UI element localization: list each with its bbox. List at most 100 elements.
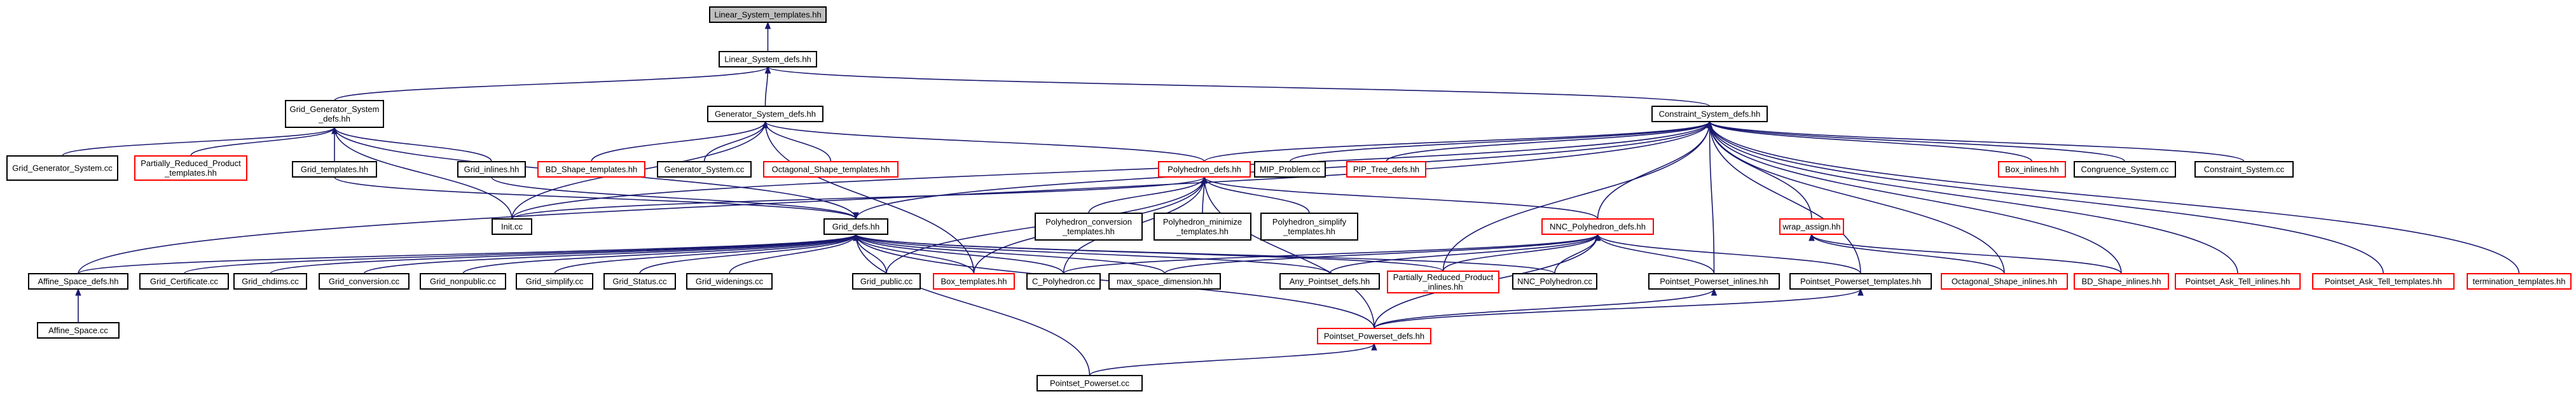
graph-node-oct-inlines[interactable]: Octagonal_Shape_inlines.hh bbox=[1941, 273, 2068, 290]
graph-node-pip-tree[interactable]: PIP_Tree_defs.hh bbox=[1346, 161, 1426, 178]
graph-node-nnc-polyhedron[interactable]: NNC_Polyhedron.cc bbox=[1512, 273, 1597, 290]
graph-node-wrap-assign[interactable]: wrap_assign.hh bbox=[1779, 218, 1844, 235]
node-box[interactable] bbox=[292, 161, 377, 178]
node-box[interactable] bbox=[1037, 375, 1143, 391]
node-box[interactable] bbox=[319, 273, 410, 290]
graph-node-any-pointset[interactable]: Any_Pointset_defs.hh bbox=[1279, 273, 1380, 290]
node-box[interactable] bbox=[1317, 328, 1431, 344]
graph-node-grid-simplify[interactable]: Grid_simplify.cc bbox=[516, 273, 593, 290]
node-box[interactable] bbox=[2074, 161, 2176, 178]
node-box[interactable] bbox=[933, 273, 1015, 290]
node-box[interactable] bbox=[852, 273, 921, 290]
graph-node-poly-min[interactable]: Polyhedron_minimize_templates.hh bbox=[1154, 213, 1251, 241]
node-box[interactable] bbox=[1254, 161, 1326, 178]
node-box[interactable] bbox=[1026, 273, 1101, 290]
graph-node-gen-sys-cc[interactable]: Generator_System.cc bbox=[657, 161, 752, 178]
node-box[interactable] bbox=[1260, 213, 1358, 241]
graph-node-c-polyhedron[interactable]: C_Polyhedron.cc bbox=[1026, 273, 1101, 290]
node-box[interactable] bbox=[719, 51, 817, 67]
node-box[interactable] bbox=[1035, 213, 1143, 241]
graph-node-bd-shape-templates[interactable]: BD_Shape_templates.hh bbox=[537, 161, 645, 178]
graph-node-grid-certificate[interactable]: Grid_Certificate.cc bbox=[139, 273, 229, 290]
graph-node-grid-defs[interactable]: Grid_defs.hh bbox=[823, 218, 888, 235]
graph-node-ppw-templates[interactable]: Pointset_Powerset_templates.hh bbox=[1789, 273, 1932, 290]
graph-node-nnc-defs[interactable]: NNC_Polyhedron_defs.hh bbox=[1541, 218, 1654, 235]
graph-node-pat-templates[interactable]: Pointset_Ask_Tell_templates.hh bbox=[2312, 273, 2455, 290]
graph-node-con-sys-defs[interactable]: Constraint_System_defs.hh bbox=[1651, 106, 1768, 122]
node-box[interactable] bbox=[1541, 218, 1654, 235]
graph-node-grid-conversion[interactable]: Grid_conversion.cc bbox=[319, 273, 410, 290]
graph-node-grid-status[interactable]: Grid_Status.cc bbox=[603, 273, 676, 290]
node-box[interactable] bbox=[1387, 271, 1499, 293]
graph-node-pat-inlines[interactable]: Pointset_Ask_Tell_inlines.hh bbox=[2175, 273, 2301, 290]
graph-node-linear-templates[interactable]: Linear_System_templates.hh bbox=[709, 6, 827, 23]
graph-node-grid-templates[interactable]: Grid_templates.hh bbox=[292, 161, 377, 178]
graph-node-poly-conv[interactable]: Polyhedron_conversion_templates.hh bbox=[1035, 213, 1143, 241]
node-box[interactable] bbox=[823, 218, 888, 235]
node-box[interactable] bbox=[492, 218, 532, 235]
node-box[interactable] bbox=[763, 161, 899, 178]
node-box[interactable] bbox=[686, 273, 773, 290]
graph-node-affine-space-defs[interactable]: Affine_Space_defs.hh bbox=[28, 273, 128, 290]
graph-node-ppw-defs[interactable]: Pointset_Powerset_defs.hh bbox=[1317, 328, 1431, 344]
graph-node-poly-simp[interactable]: Polyhedron_simplify_templates.hh bbox=[1260, 213, 1358, 241]
node-box[interactable] bbox=[1789, 273, 1932, 290]
graph-node-grid-widenings[interactable]: Grid_widenings.cc bbox=[686, 273, 773, 290]
node-box[interactable] bbox=[28, 273, 128, 290]
graph-node-prp-templates[interactable]: Partially_Reduced_Product_templates.hh bbox=[134, 155, 247, 181]
node-box[interactable] bbox=[1941, 273, 2068, 290]
graph-node-poly-defs[interactable]: Polyhedron_defs.hh bbox=[1158, 161, 1251, 178]
graph-node-prp-inlines[interactable]: Partially_Reduced_Product_inlines.hh bbox=[1387, 271, 1499, 293]
node-box[interactable] bbox=[1108, 273, 1221, 290]
node-box[interactable] bbox=[537, 161, 645, 178]
node-box[interactable] bbox=[1346, 161, 1426, 178]
graph-node-affine-space-cc[interactable]: Affine_Space.cc bbox=[37, 322, 120, 339]
node-box[interactable] bbox=[1648, 273, 1780, 290]
node-box[interactable] bbox=[139, 273, 229, 290]
graph-node-gen-sys-defs[interactable]: Generator_System_defs.hh bbox=[707, 106, 823, 122]
node-box[interactable] bbox=[1158, 161, 1251, 178]
graph-node-max-space[interactable]: max_space_dimension.hh bbox=[1108, 273, 1221, 290]
node-box[interactable] bbox=[709, 6, 827, 23]
graph-node-ppw-cc[interactable]: Pointset_Powerset.cc bbox=[1037, 375, 1143, 391]
node-box[interactable] bbox=[2175, 273, 2301, 290]
graph-node-ppw-inlines[interactable]: Pointset_Powerset_inlines.hh bbox=[1648, 273, 1780, 290]
node-box[interactable] bbox=[1279, 273, 1380, 290]
node-box[interactable] bbox=[285, 100, 384, 128]
graph-node-box-inlines[interactable]: Box_inlines.hh bbox=[1998, 161, 2066, 178]
graph-node-termination[interactable]: termination_templates.hh bbox=[2467, 273, 2572, 290]
node-box[interactable] bbox=[1154, 213, 1251, 241]
graph-node-oct-templates[interactable]: Octagonal_Shape_templates.hh bbox=[763, 161, 899, 178]
node-box[interactable] bbox=[2074, 273, 2169, 290]
node-box[interactable] bbox=[457, 161, 526, 178]
graph-node-grid-inlines[interactable]: Grid_inlines.hh bbox=[457, 161, 526, 178]
node-box[interactable] bbox=[657, 161, 752, 178]
node-box[interactable] bbox=[233, 273, 307, 290]
graph-node-grid-gen-sys-cc[interactable]: Grid_Generator_System.cc bbox=[6, 155, 118, 181]
node-box[interactable] bbox=[2312, 273, 2455, 290]
node-box[interactable] bbox=[2194, 161, 2294, 178]
node-box[interactable] bbox=[603, 273, 676, 290]
node-box[interactable] bbox=[37, 322, 120, 339]
graph-node-box-templates[interactable]: Box_templates.hh bbox=[933, 273, 1015, 290]
node-box[interactable] bbox=[420, 273, 506, 290]
node-box[interactable] bbox=[2467, 273, 2572, 290]
node-box[interactable] bbox=[707, 106, 823, 122]
graph-node-con-sys-cc[interactable]: Constraint_System.cc bbox=[2194, 161, 2294, 178]
graph-node-grid-chdims[interactable]: Grid_chdims.cc bbox=[233, 273, 307, 290]
node-box[interactable] bbox=[6, 155, 118, 181]
graph-node-linear-defs[interactable]: Linear_System_defs.hh bbox=[719, 51, 817, 67]
node-box[interactable] bbox=[1512, 273, 1597, 290]
graph-node-bd-shape-inlines[interactable]: BD_Shape_inlines.hh bbox=[2074, 273, 2169, 290]
node-box[interactable] bbox=[134, 155, 247, 181]
graph-node-grid-gen-sys[interactable]: Grid_Generator_System_defs.hh bbox=[285, 100, 384, 128]
node-box[interactable] bbox=[1998, 161, 2066, 178]
node-box[interactable] bbox=[1651, 106, 1768, 122]
node-box[interactable] bbox=[516, 273, 593, 290]
graph-node-init-cc[interactable]: Init.cc bbox=[492, 218, 532, 235]
graph-node-congruence-sys[interactable]: Congruence_System.cc bbox=[2074, 161, 2176, 178]
graph-node-grid-public[interactable]: Grid_public.cc bbox=[852, 273, 921, 290]
node-box[interactable] bbox=[1779, 218, 1844, 235]
graph-node-mip-problem[interactable]: MIP_Problem.cc bbox=[1254, 161, 1326, 178]
graph-node-grid-nonpublic[interactable]: Grid_nonpublic.cc bbox=[420, 273, 506, 290]
